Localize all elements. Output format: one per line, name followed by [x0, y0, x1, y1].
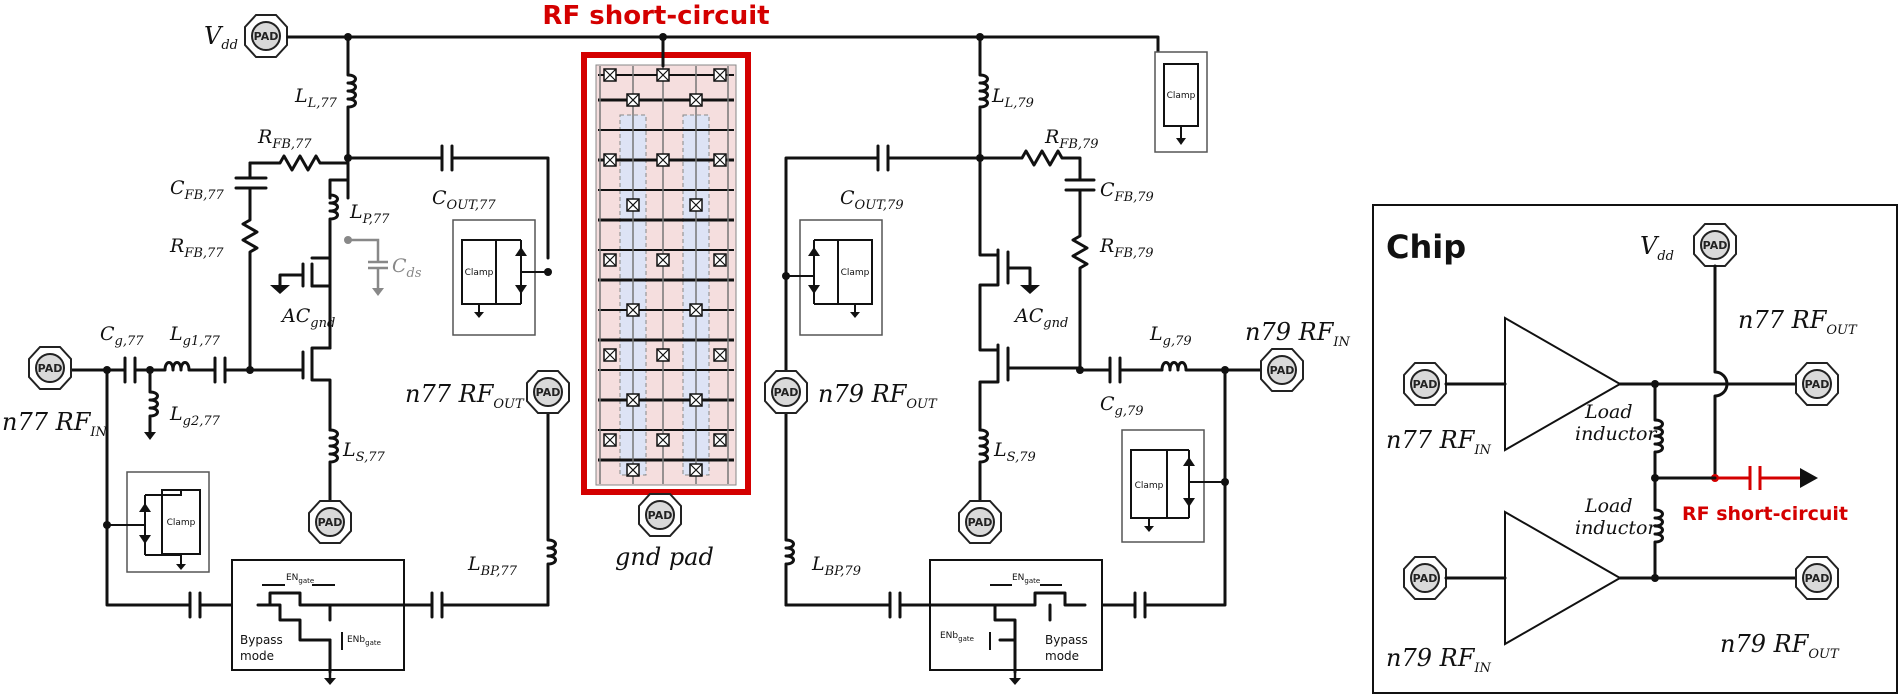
vdd-rail — [286, 35, 1160, 54]
svg-text:PAD: PAD — [318, 516, 343, 529]
n77-cfb-label: CFB,77 — [170, 177, 225, 203]
n79-cout-label: COUT,79 — [840, 187, 904, 213]
n79-acgnd-label: ACgnd — [1013, 305, 1068, 331]
n77-lbp-label: LBP,77 — [467, 553, 518, 579]
svg-text:PAD: PAD — [648, 509, 673, 522]
n77-input-clamp: Clamp — [103, 471, 210, 573]
n77-ls-label: LS,77 — [342, 439, 385, 465]
n77-bypass-text1: Bypass — [240, 633, 283, 647]
n77-rfin-label: n77 RFIN — [2, 408, 107, 440]
n79-output-clamp: Clamp — [782, 219, 883, 336]
chip-load-ind2-b: inductor — [1575, 517, 1658, 539]
n77-en-gate: ENgate — [286, 573, 314, 585]
n79-rfout-pad: PAD — [764, 370, 808, 414]
svg-text:Clamp: Clamp — [1135, 481, 1164, 491]
n79-bypass-text1: Bypass — [1045, 633, 1088, 647]
n77-rfout-label: n77 RFOUT — [405, 380, 525, 412]
chip-block-diagram: Chip PAD Vdd n77 RFOUT PAD n77 RFIN PAD … — [1372, 204, 1898, 694]
chip-n77-in-pad: PAD — [1403, 362, 1447, 406]
chip-load-ind1-a: Load — [1584, 401, 1633, 423]
n77-rfb2-label: RFB,77 — [169, 235, 224, 261]
n77-rfout-pad: PAD — [526, 370, 570, 414]
n79-bypass-text2: mode — [1045, 649, 1079, 663]
n79-enb-gate: ENbgate — [940, 631, 974, 643]
n79-lna: LL,79 RFB,79 CFB,79 RFB,79 COUT,79 ACgnd… — [764, 33, 1350, 687]
rf-short-title: RF short-circuit — [542, 1, 769, 31]
n79-ls-label: LS,79 — [993, 439, 1036, 465]
svg-text:Clamp: Clamp — [167, 518, 196, 528]
n79-input-clamp: Clamp — [1121, 429, 1229, 543]
chip-title: Chip — [1386, 228, 1466, 266]
n77-lg1-label: Lg1,77 — [169, 323, 221, 349]
chip-n79-out-pad: PAD — [1795, 556, 1839, 600]
chip-n79-in-pad: PAD — [1403, 556, 1447, 600]
n79-rfout-label: n79 RFOUT — [818, 380, 938, 412]
vdd-clamp: Clamp — [1154, 51, 1208, 153]
svg-text:Clamp: Clamp — [1167, 91, 1196, 101]
n77-cds-label: Cds — [392, 255, 422, 281]
chip-rf-short-label: RF short-circuit — [1682, 503, 1848, 525]
svg-text:PAD: PAD — [1270, 364, 1295, 377]
n79-rfin-label: n79 RFIN — [1245, 318, 1350, 350]
n79-cfb-label: CFB,79 — [1100, 179, 1154, 205]
n77-lna: LL,77 RFB,77 CFB,77 RFB,77 COUT,77 LP,77… — [2, 33, 570, 687]
chip-n77-out-pad: PAD — [1795, 362, 1839, 406]
n79-rfb2-label: RFB,79 — [1099, 235, 1154, 261]
n77-source-pad: PAD — [308, 500, 352, 544]
chip-vdd-label: Vdd — [1640, 232, 1674, 264]
rf-short-cap-array — [581, 33, 751, 495]
svg-text:PAD: PAD — [536, 386, 561, 399]
n77-rfb-label: RFB,77 — [257, 126, 312, 152]
svg-text:PAD: PAD — [774, 386, 799, 399]
svg-text:PAD: PAD — [1805, 572, 1830, 585]
chip-load-ind2-a: Load — [1584, 495, 1633, 517]
n77-enb-gate: ENbgate — [347, 635, 381, 647]
n79-lbp-label: LBP,79 — [811, 553, 861, 579]
svg-text:Clamp: Clamp — [465, 268, 494, 278]
gnd-pad-label: gnd pad — [615, 543, 714, 571]
svg-text:PAD: PAD — [968, 516, 993, 529]
n79-rfb-label: RFB,79 — [1044, 126, 1099, 152]
chip-n79-out-label: n79 RFOUT — [1720, 630, 1840, 662]
gnd-pad: PAD — [638, 493, 682, 537]
n77-ll-label: LL,77 — [294, 85, 338, 111]
chip-n79-in-label: n79 RFIN — [1386, 644, 1491, 676]
svg-text:Clamp: Clamp — [841, 268, 870, 278]
svg-text:PAD: PAD — [1413, 572, 1438, 585]
n79-rfin-pad: PAD — [1260, 348, 1304, 392]
n79-source-pad: PAD — [958, 500, 1002, 544]
vdd-label: Vdd — [204, 22, 238, 53]
n77-cg-label: Cg,77 — [100, 323, 144, 349]
n79-en-gate: ENgate — [1012, 573, 1040, 585]
n79-cg-label: Cg,79 — [1100, 393, 1144, 419]
chip-n77-out-label: n77 RFOUT — [1738, 306, 1858, 338]
svg-text:PAD: PAD — [1805, 378, 1830, 391]
n77-bypass-text2: mode — [240, 649, 274, 663]
svg-text:PAD: PAD — [254, 30, 279, 43]
chip-vdd-pad: PAD — [1693, 223, 1737, 267]
n77-bypass-box — [231, 559, 405, 671]
chip-load-ind1-b: inductor — [1575, 423, 1658, 445]
n77-rfin-pad: PAD — [28, 346, 72, 390]
n79-ll-label: LL,79 — [991, 85, 1034, 111]
n79-lg-label: Lg,79 — [1149, 323, 1192, 349]
svg-text:PAD: PAD — [38, 362, 63, 375]
n77-output-clamp: Clamp — [452, 219, 552, 336]
chip-n77-in-label: n77 RFIN — [1386, 426, 1491, 458]
svg-text:PAD: PAD — [1703, 239, 1728, 252]
n77-cout-label: COUT,77 — [432, 187, 496, 213]
svg-text:PAD: PAD — [1413, 378, 1438, 391]
vdd-pad: PAD — [244, 14, 288, 58]
n77-lp-label: LP,77 — [349, 201, 390, 227]
n77-acgnd-label: ACgnd — [280, 305, 335, 331]
n77-lg2-label: Lg2,77 — [169, 403, 221, 429]
